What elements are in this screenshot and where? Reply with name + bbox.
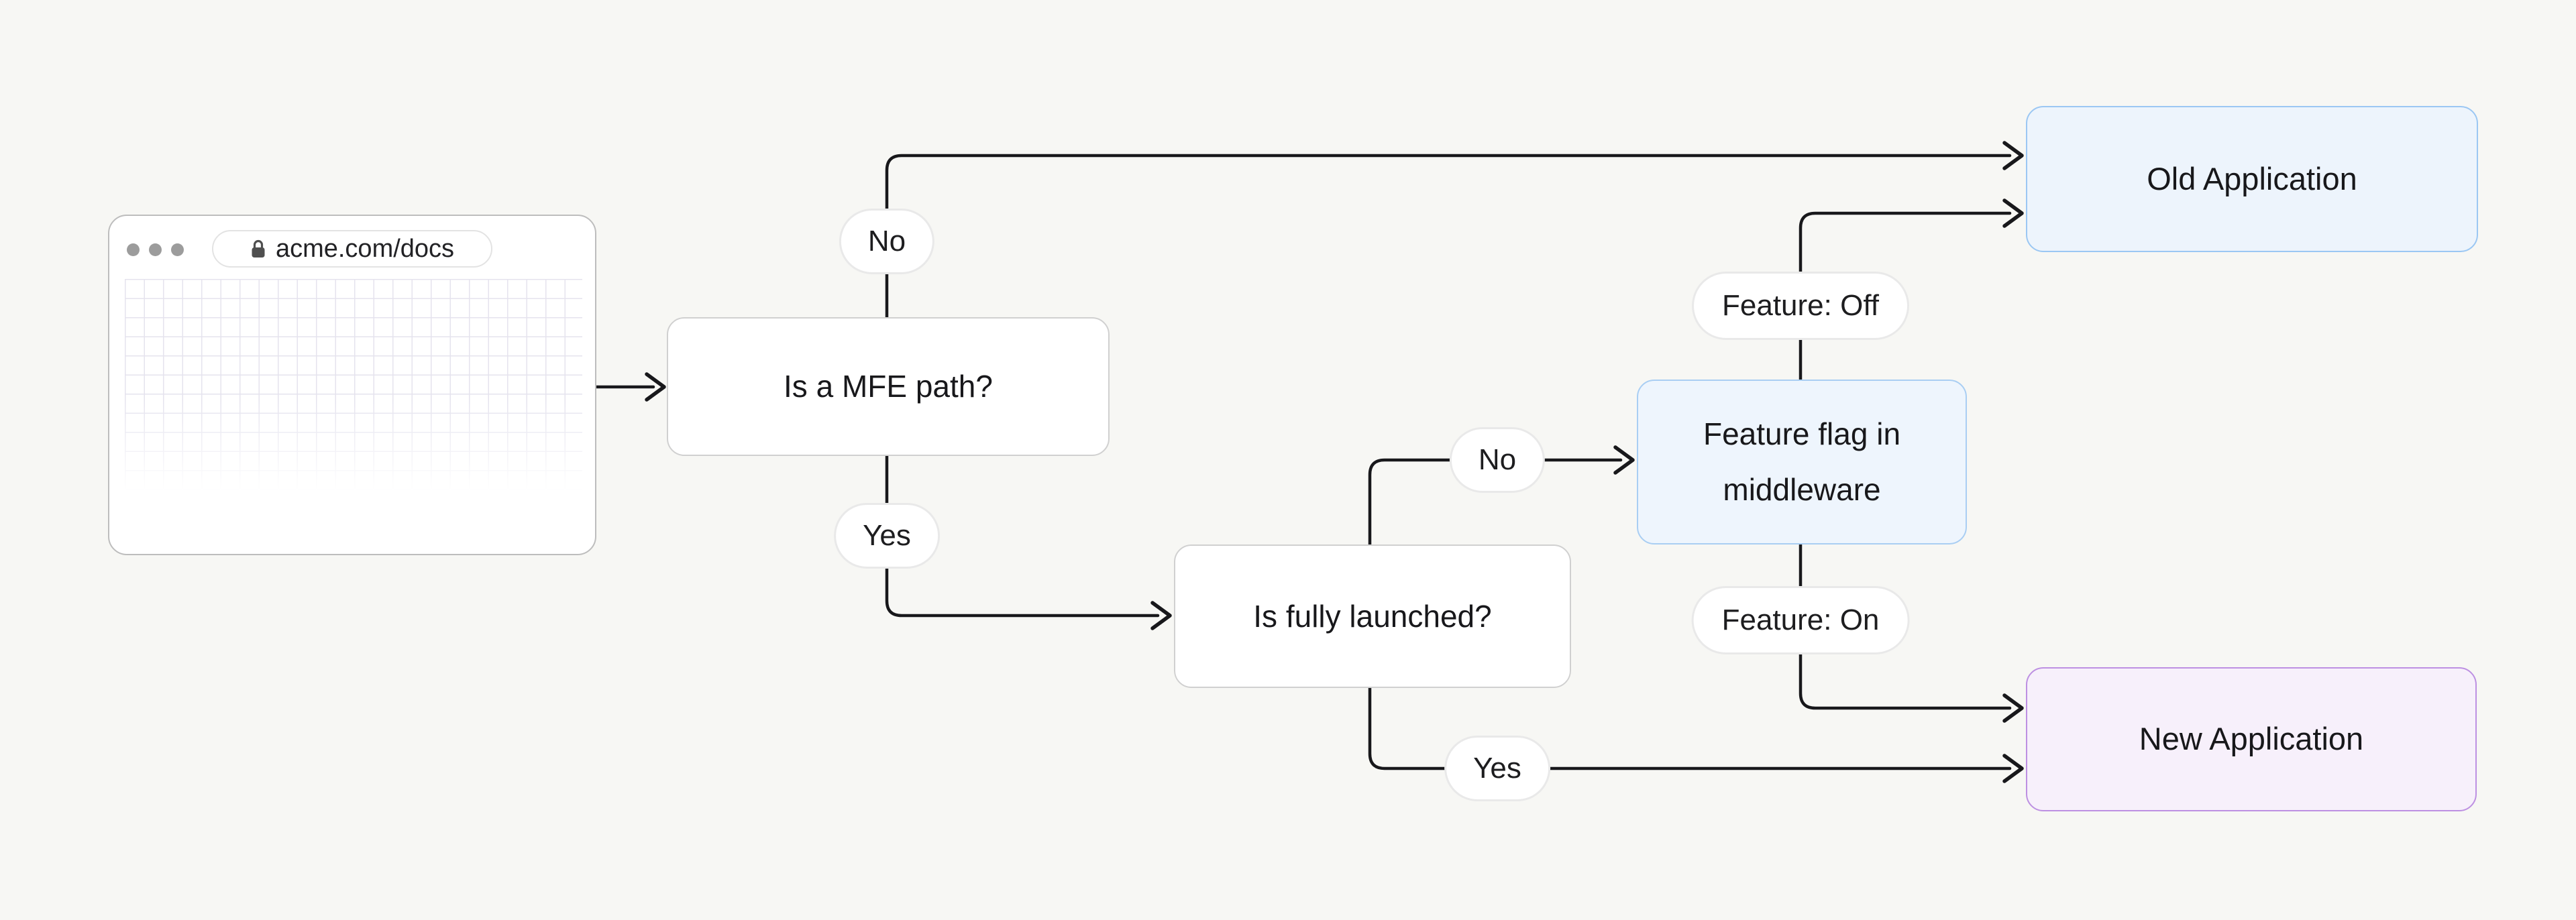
edge-label-mfe-no-text: No [867, 225, 906, 257]
edge-mfe-no-to-old [885, 154, 2012, 319]
traffic-light-dot [149, 243, 162, 256]
edge-label-launched-yes-text: Yes [1473, 752, 1521, 785]
edge-label-feature-off-text: Feature: Off [1722, 289, 1879, 322]
arrowhead-into-feature [1613, 445, 1635, 475]
edge-label-mfe-yes-text: Yes [863, 519, 911, 552]
edge-launched-no-to-feature [1368, 458, 1623, 547]
edge-label-feature-on-text: Feature: On [1721, 603, 1880, 636]
edge-feature-off-to-old [1799, 211, 2012, 382]
browser-traffic-lights [127, 243, 184, 256]
node-is-fully-launched-label: Is fully launched? [1253, 598, 1492, 634]
traffic-light-dot [171, 243, 184, 256]
node-new-application[interactable]: New Application [2026, 667, 2477, 811]
arrowhead-into-new-top [2002, 693, 2024, 723]
arrowhead-into-launched [1150, 601, 1172, 630]
edge-label-feature-off[interactable]: Feature: Off [1692, 272, 1909, 340]
traffic-light-dot [127, 243, 140, 256]
edge-label-feature-on[interactable]: Feature: On [1691, 586, 1910, 654]
browser-address-bar: acme.com/docs [212, 230, 492, 268]
node-feature-flag-middleware-label: Feature flag in middleware [1703, 416, 1901, 507]
browser-window-node[interactable]: acme.com/docs [108, 215, 596, 555]
arrowhead-into-mfe [645, 372, 666, 402]
edge-launched-yes-to-new [1368, 686, 2012, 770]
edge-label-mfe-no[interactable]: No [839, 209, 935, 274]
node-old-application[interactable]: Old Application [2026, 106, 2478, 252]
node-is-mfe-path[interactable]: Is a MFE path? [667, 317, 1110, 456]
node-new-application-label: New Application [2139, 721, 2364, 757]
browser-url-text: acme.com/docs [275, 234, 455, 263]
edge-label-launched-no[interactable]: No [1449, 427, 1546, 493]
node-is-fully-launched[interactable]: Is fully launched? [1174, 544, 1571, 688]
edge-mfe-yes-to-launched [885, 454, 1160, 618]
arrowhead-into-new-bottom [2002, 754, 2024, 783]
edge-label-launched-no-text: No [1478, 443, 1517, 476]
lock-icon [252, 239, 265, 257]
arrowhead-into-old-bottom [2002, 198, 2024, 228]
edge-label-launched-yes[interactable]: Yes [1444, 736, 1550, 801]
browser-content-grid [125, 279, 582, 498]
node-is-mfe-path-label: Is a MFE path? [784, 369, 993, 404]
arrowhead-into-old-top [2002, 141, 2024, 170]
edge-label-mfe-yes[interactable]: Yes [834, 503, 940, 569]
node-old-application-label: Old Application [2147, 160, 2357, 196]
node-feature-flag-middleware[interactable]: Feature flag in middleware [1637, 380, 1967, 544]
edge-feature-on-to-new [1799, 542, 2012, 710]
